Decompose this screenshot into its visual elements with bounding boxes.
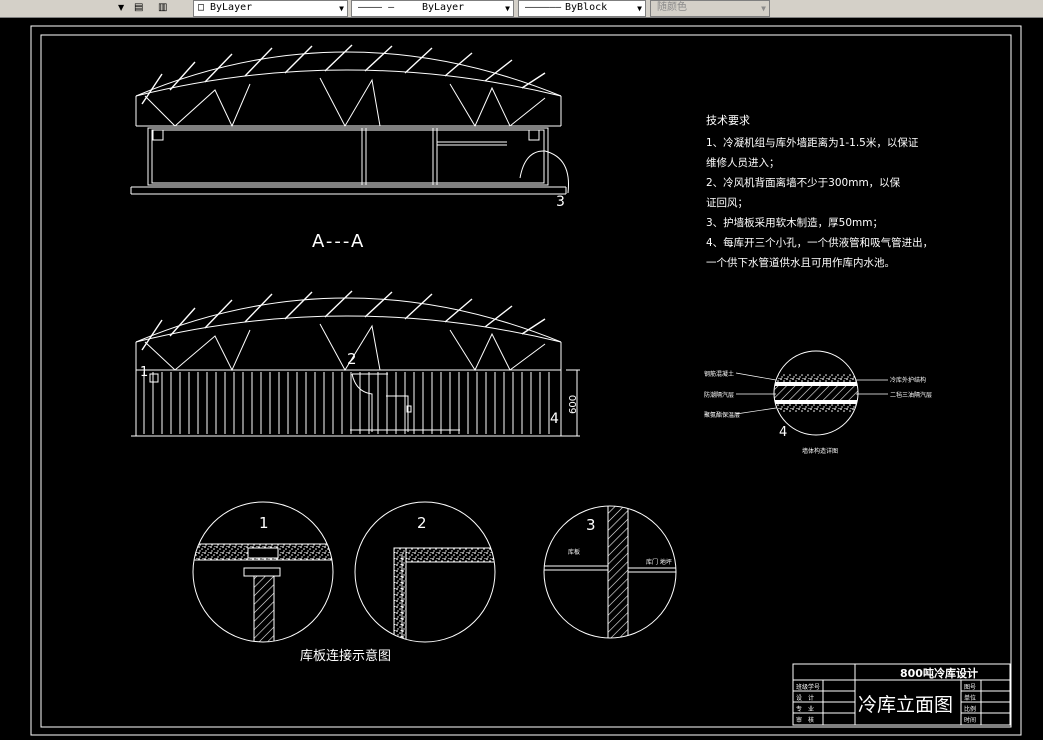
detail-label-4-front: 4 [550,411,559,427]
detail-2-number: 2 [417,514,427,532]
section-label: A---A [312,231,365,252]
tech-title: 技术要求 [706,114,750,127]
project-title: 800吨冷库设计 [900,666,978,680]
tb-left-row-4: 审 核 [796,716,814,724]
tech-line-7: 一个供下水管道供水且可用作库内水池。 [706,256,895,269]
tb-left-row-3: 专 业 [796,705,814,713]
connection-detail-1: 1 [192,501,334,643]
detail-label-2-front: 2 [347,350,357,368]
layer-select[interactable]: □ ByLayer ▼ [193,0,348,17]
wall-panel-lines [143,372,550,434]
tb-right-row-3: 比例 [964,705,976,713]
lineweight-select[interactable]: —————— ByBlock ▼ [518,0,646,17]
inner-border [40,34,1012,728]
chevron-down-icon: ▼ [761,4,766,13]
linetype-select[interactable]: ———— — ByLayer ▼ [351,0,514,17]
wall-label-right-2: 二毡三油隔汽层 [890,391,932,399]
outer-border [30,25,1022,736]
tech-line-1: 1、冷凝机组与库外墙距离为1-1.5米，以保证 [706,136,919,149]
layer-previous-icon[interactable]: ▥ [158,2,168,13]
tech-line-5: 3、护墙板采用软木制造，厚50mm； [706,216,883,229]
tb-right-row-2: 单位 [964,694,976,702]
linetype-select-value: ByLayer [422,2,465,13]
tech-line-4: 证回风； [706,197,748,209]
top-elevation [130,44,570,195]
front-elevation [131,290,580,437]
chevron-down-icon: ▼ [505,4,510,13]
connection-detail-2: 2 [354,501,496,643]
layer-select-value: ByLayer [210,2,253,13]
chevron-down-icon: ▼ [637,4,642,13]
detail-label-3-top: 3 [556,194,565,210]
tb-right-row-4: 时间 [964,716,976,724]
wall-section-detail: 钢筋混凝土 防潮隔汽层 聚氨酯保温层 冷库外护结构 二毡三油隔汽层 4 墙体构造… [704,350,932,455]
properties-toolbar: ▼ ▤ ▥ □ ByLayer ▼ ———— — ByLayer ▼ —————… [0,0,1043,18]
drawing-name: 冷库立面图 [858,694,953,716]
tech-line-6: 4、每库开三个小孔，一个供液管和吸气管进出， [706,236,933,249]
tb-left-row-1: 班级学号 [796,683,820,691]
connection-caption: 库板连接示意图 [300,648,391,664]
connection-detail-3: 3 库板 库门 地坪 [543,505,677,639]
tb-left-row-2: 设 计 [796,694,814,702]
plot-style-select-value: 随颜色 [657,2,687,13]
detail-1-number: 1 [259,514,269,532]
detail-label-1-front: 1 [140,365,148,380]
layer-states-icon[interactable]: ▤ [134,2,144,13]
plot-style-select[interactable]: 随颜色 ▼ [650,0,770,17]
wall-label-left-2: 防潮隔汽层 [704,391,734,399]
wall-label-left-1: 钢筋混凝土 [704,370,734,378]
technical-requirements: 技术要求 1、冷凝机组与库外墙距离为1-1.5米，以保证 维修人员进入； 2、冷… [706,114,933,269]
lineweight-preview-icon: —————— [525,2,562,13]
detail-3-number: 3 [586,516,596,534]
color-swatch-icon: □ [198,2,205,13]
detail-label-4-wall: 4 [779,425,787,440]
detail-3-label-left: 库板 [568,548,580,556]
chevron-down-icon: ▼ [339,4,344,13]
dropdown-arrow-icon[interactable]: ▼ [118,3,125,12]
wall-label-right-1: 冷库外护结构 [890,376,926,384]
wall-caption: 墙体构造详图 [802,447,838,455]
detail-3-label-right: 库门 地坪 [646,558,672,566]
lineweight-select-value: ByBlock [565,2,608,13]
linetype-preview-icon: ———— — [358,2,395,13]
tb-right-row-1: 图号 [964,684,976,691]
wall-label-left-3: 聚氨酯保温层 [704,411,740,419]
title-block [792,663,1011,726]
drawing-canvas[interactable]: 3 A---A 1 2 4 600 技术要求 1、冷凝机组与库外墙距离为1-1.… [0,18,1043,740]
tech-line-3: 2、冷风机背面离墙不少于300mm，以保 [706,176,901,189]
height-dimension: 600 [568,395,579,414]
tech-line-2: 维修人员进入； [706,156,780,169]
